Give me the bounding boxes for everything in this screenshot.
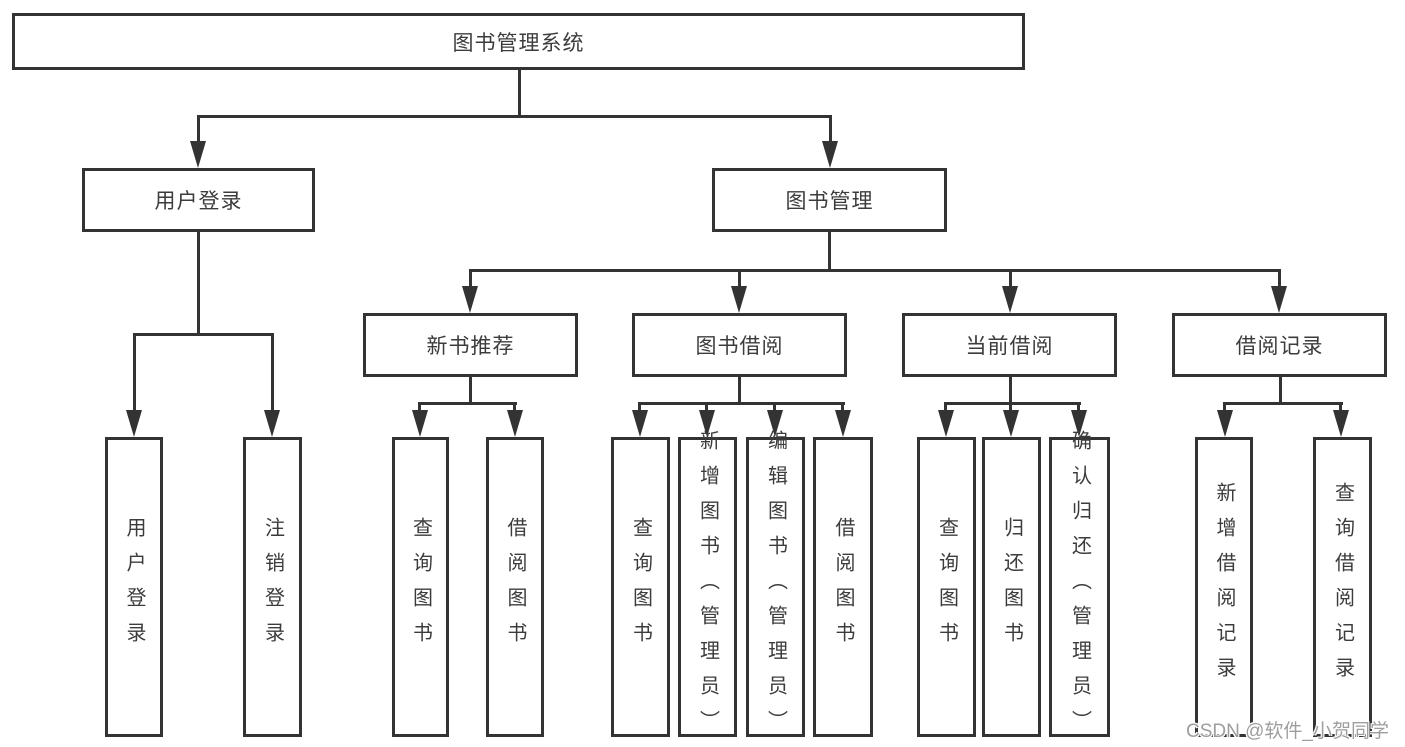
connector-groupC-drop-2: [1009, 405, 1012, 413]
leaf-query-books-recommend-label: 查询图书: [409, 517, 432, 657]
leaf-add-books-admin: 新增图书（管理员）: [678, 430, 737, 745]
connector-groupC-stem: [1009, 377, 1012, 405]
leaf-query-books-borrow: 查询图书: [611, 437, 670, 737]
node-book-management: 图书管理: [712, 168, 947, 232]
connector-groupA-bar: [418, 402, 517, 405]
connector-groupD-drop-2: [1339, 405, 1342, 413]
connector-groupA-stem: [469, 377, 472, 405]
connector-groupC-drop-3: [1077, 405, 1080, 413]
connector-login-drop-1: [133, 336, 136, 411]
connector-login-bar: [133, 333, 274, 336]
leaf-borrow-books-recommend: 借阅图书: [486, 437, 544, 737]
node-current-borrow: 当前借阅: [902, 313, 1117, 377]
leaf-borrow-books: 借阅图书: [813, 437, 873, 737]
node-root-label: 图书管理系统: [452, 31, 585, 55]
leaf-add-borrow-record: 新增借阅记录: [1195, 437, 1253, 737]
connector-root-stem: [518, 69, 521, 118]
connector-groupB-drop-3: [773, 405, 776, 413]
connector-groupC-bar: [944, 402, 1081, 405]
connector-user-login-drop: [197, 118, 200, 142]
leaf-query-borrow-record-label: 查询借阅记录: [1331, 482, 1354, 692]
leaf-query-books-borrow-label: 查询图书: [629, 517, 652, 657]
connector-groupA-drop-2: [513, 405, 516, 413]
connector-groupB-bar: [638, 402, 845, 405]
connector-root-bar: [197, 115, 832, 118]
arrowhead-groupB-1: [632, 410, 648, 437]
node-root: 图书管理系统: [12, 13, 1025, 70]
connector-mgmt-stem: [828, 232, 831, 272]
connector-login-drop-2: [271, 336, 274, 411]
arrowhead-book-mgmt: [822, 141, 838, 168]
connector-book-mgmt-drop: [829, 118, 832, 142]
leaf-query-borrow-record: 查询借阅记录: [1313, 437, 1372, 737]
node-book-management-label: 图书管理: [785, 190, 874, 213]
leaf-edit-books-admin: 编辑图书（管理员）: [746, 430, 805, 745]
leaf-borrow-books-label: 借阅图书: [832, 517, 854, 657]
leaf-edit-books-admin-label: 编辑图书（管理员）: [764, 429, 787, 745]
node-book-borrow: 图书借阅: [632, 313, 847, 377]
connector-login-stem: [197, 232, 200, 336]
watermark: CSDN @软件_小贺同学: [1186, 721, 1389, 742]
connector-groupB-stem: [738, 377, 741, 405]
arrowhead-login-leaf-2: [264, 410, 280, 437]
leaf-add-borrow-record-label: 新增借阅记录: [1213, 482, 1235, 692]
arrowhead-groupC-2: [1003, 410, 1019, 437]
node-new-book-recommend: 新书推荐: [363, 313, 578, 377]
arrowhead-new-book: [462, 286, 478, 313]
arrowhead-book-borrow: [731, 286, 747, 313]
connector-groupB-drop-1: [638, 405, 641, 413]
arrowhead-groupB-4: [835, 410, 851, 437]
node-new-book-recommend-label: 新书推荐: [426, 335, 515, 358]
leaf-user-login-label: 用户登录: [123, 517, 145, 657]
arrowhead-groupD-2: [1333, 410, 1349, 437]
node-user-login: 用户登录: [82, 168, 315, 232]
node-borrow-records-label: 借阅记录: [1235, 335, 1324, 358]
arrowhead-groupB-3: [767, 410, 783, 437]
leaf-query-books-current-label: 查询图书: [935, 517, 958, 657]
arrowhead-groupB-2: [699, 410, 715, 437]
node-user-login-label: 用户登录: [154, 190, 243, 213]
leaf-query-books-current: 查询图书: [917, 437, 976, 737]
arrowhead-groupC-1: [938, 410, 954, 437]
arrowhead-borrow-records: [1271, 286, 1287, 313]
leaf-logout-label: 注销登录: [261, 517, 284, 657]
arrowhead-login-leaf-1: [126, 410, 142, 437]
leaf-logout: 注销登录: [243, 437, 302, 737]
leaf-user-login: 用户登录: [105, 437, 163, 737]
connector-groupD-bar: [1223, 402, 1343, 405]
leaf-add-books-admin-label: 新增图书（管理员）: [696, 429, 719, 745]
connector-groupA-drop-1: [418, 405, 421, 413]
arrowhead-groupC-3: [1071, 410, 1087, 437]
leaf-query-books-recommend: 查询图书: [392, 437, 449, 737]
connector-mgmt-drop-4: [1278, 272, 1281, 288]
connector-mgmt-drop-3: [1009, 272, 1012, 288]
connector-mgmt-drop-1: [469, 272, 472, 288]
leaf-return-books-label: 归还图书: [1000, 517, 1023, 657]
connector-groupB-drop-4: [841, 405, 844, 413]
arrowhead-groupD-1: [1217, 410, 1233, 437]
arrowhead-groupA-1: [412, 410, 428, 437]
node-book-borrow-label: 图书借阅: [695, 335, 784, 358]
connector-groupD-drop-1: [1223, 405, 1226, 413]
connector-mgmt-bar: [469, 269, 1281, 272]
node-borrow-records: 借阅记录: [1172, 313, 1387, 377]
arrowhead-user-login: [190, 141, 206, 168]
connector-mgmt-drop-2: [738, 272, 741, 288]
leaf-return-books: 归还图书: [982, 437, 1041, 737]
arrowhead-current-borrow: [1002, 286, 1018, 313]
connector-groupC-drop-1: [944, 405, 947, 413]
leaf-borrow-books-recommend-label: 借阅图书: [504, 517, 526, 657]
leaf-confirm-return-admin-label: 确认归还（管理员）: [1068, 429, 1091, 745]
connector-groupB-drop-2: [705, 405, 708, 413]
node-current-borrow-label: 当前借阅: [965, 335, 1054, 358]
connector-groupD-stem: [1279, 377, 1282, 405]
arrowhead-groupA-2: [507, 410, 523, 437]
leaf-confirm-return-admin: 确认归还（管理员）: [1049, 430, 1110, 745]
